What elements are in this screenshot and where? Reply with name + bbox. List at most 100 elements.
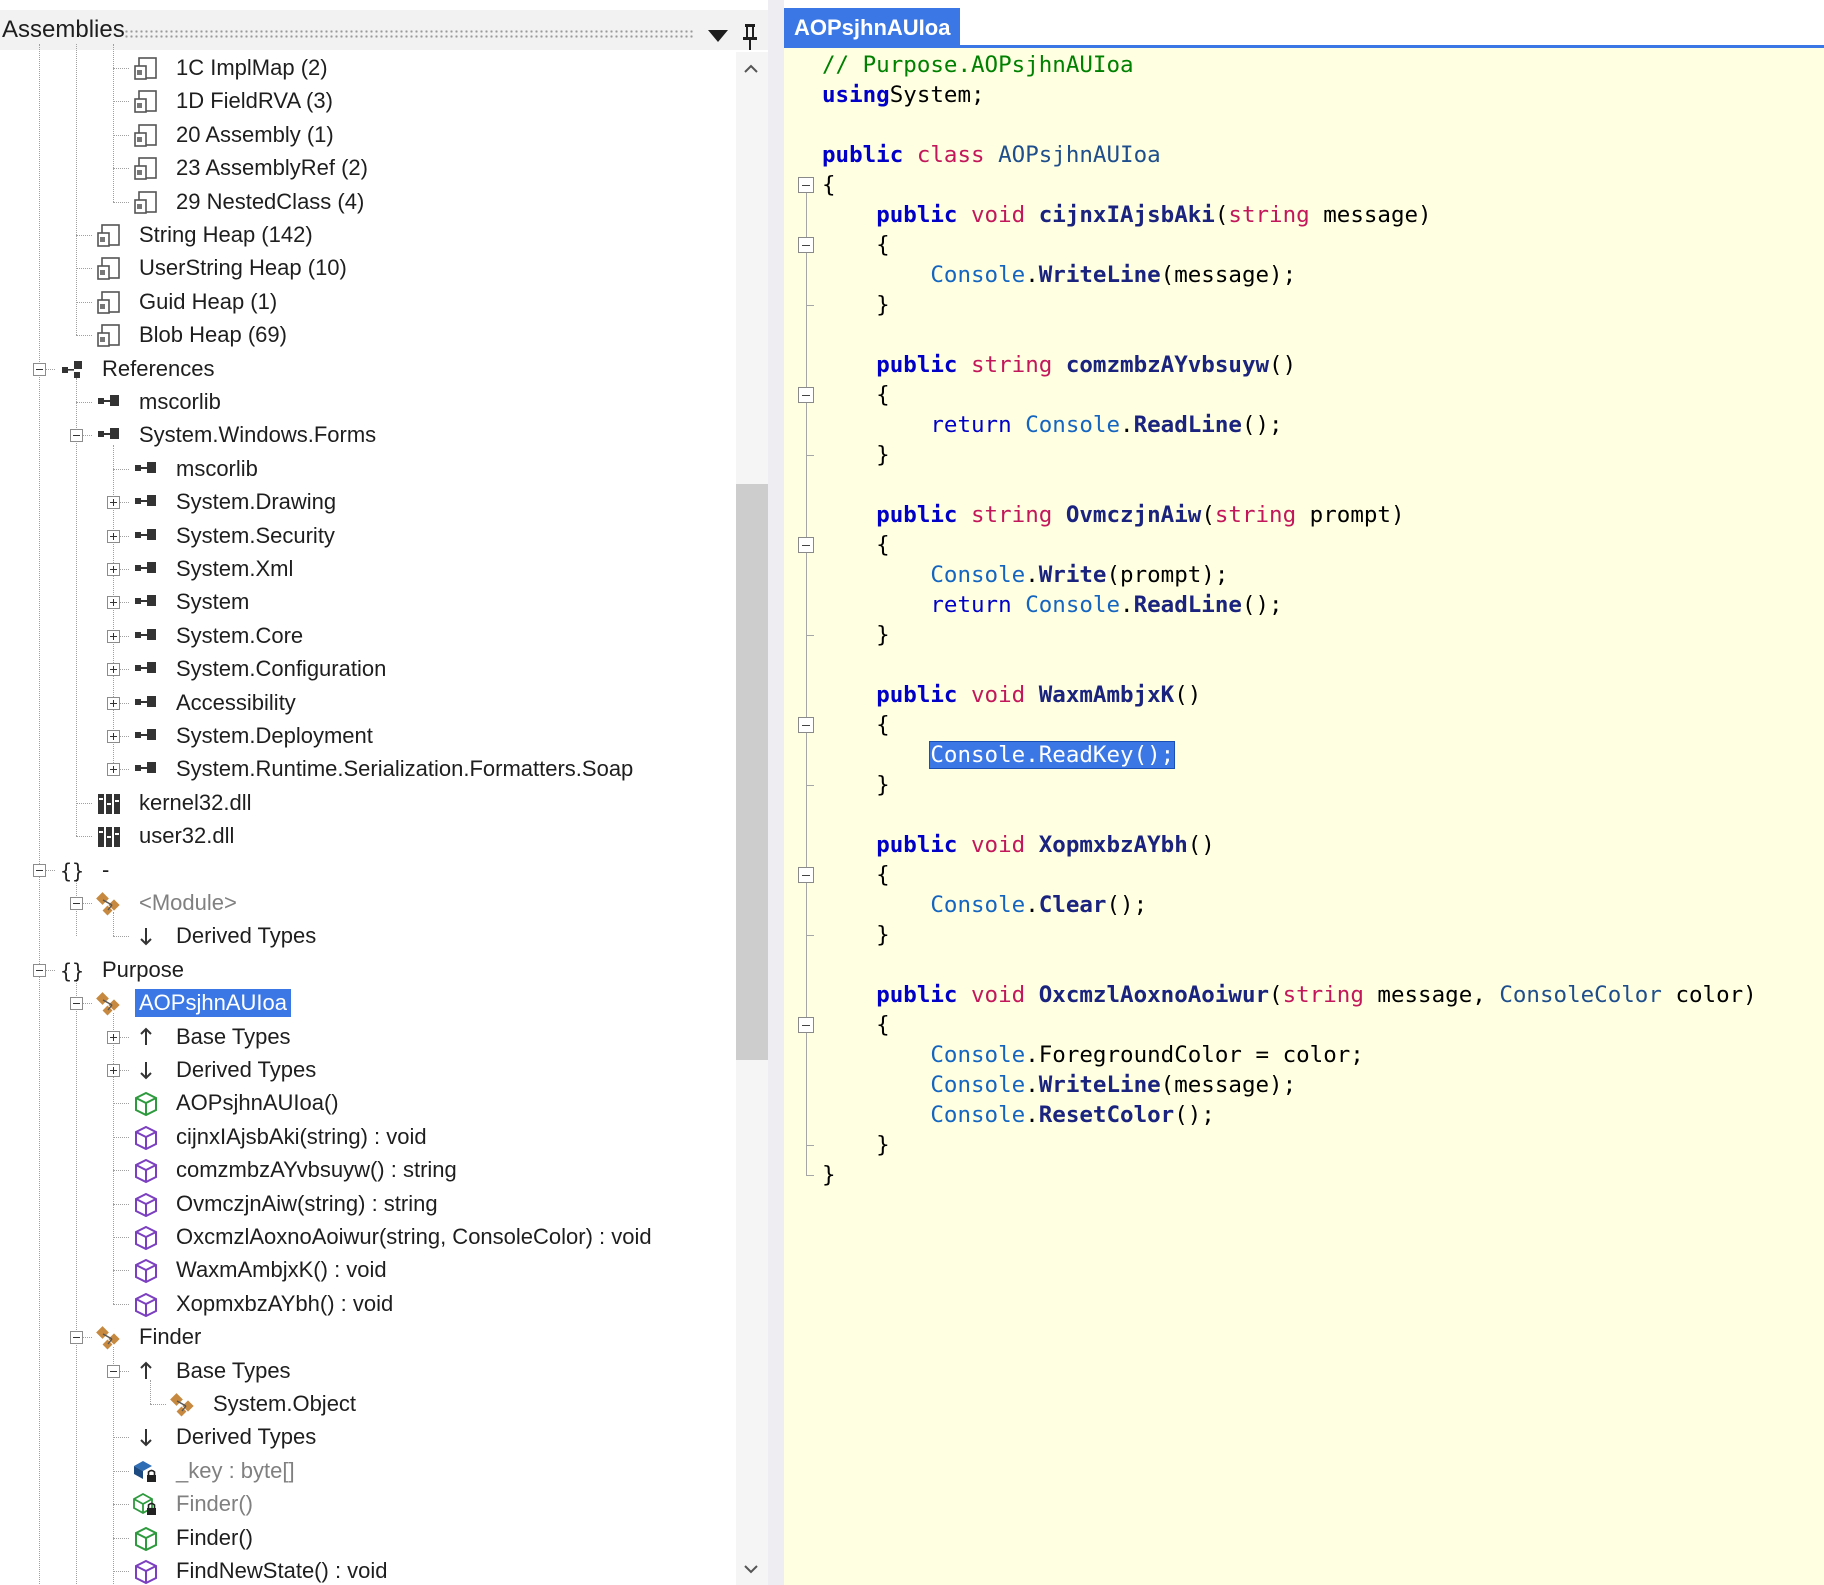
tree-branch-line xyxy=(113,1537,129,1539)
tree-node[interactable]: System xyxy=(0,586,736,619)
scroll-thumb[interactable] xyxy=(736,484,768,1060)
tree-node[interactable]: AOPsjhnAUIoa xyxy=(0,987,736,1020)
collapse-icon[interactable] xyxy=(70,1331,83,1345)
tree-node[interactable]: System.Deployment xyxy=(0,720,736,753)
expand-icon[interactable] xyxy=(107,763,120,777)
tree-node[interactable]: System.Configuration xyxy=(0,653,736,686)
tree-node[interactable]: String Heap (142) xyxy=(0,219,736,252)
collapse-icon[interactable] xyxy=(70,897,83,910)
tree-branch-line xyxy=(113,1504,129,1506)
fold-collapse-icon[interactable] xyxy=(798,537,814,553)
tree-node[interactable]: System.Windows.Forms xyxy=(0,419,736,452)
expand-icon[interactable] xyxy=(107,629,120,643)
tree-node[interactable]: System.Xml xyxy=(0,553,736,586)
tree-node[interactable]: Finder() xyxy=(0,1488,736,1521)
expand-icon[interactable] xyxy=(107,596,120,610)
tree-node[interactable]: OxcmzlAoxnoAoiwur(string, ConsoleColor) … xyxy=(0,1221,736,1254)
pin-icon[interactable] xyxy=(738,22,762,52)
tree-node[interactable]: Base Types xyxy=(0,1355,736,1388)
tree-node[interactable]: Guid Heap (1) xyxy=(0,286,736,319)
tree-node[interactable]: UserString Heap (10) xyxy=(0,252,736,285)
tree-node[interactable]: System.Security xyxy=(0,520,736,553)
expand-icon[interactable] xyxy=(107,730,120,743)
code-token xyxy=(822,352,876,378)
fold-collapse-icon[interactable] xyxy=(798,867,814,883)
tree-branch-line xyxy=(76,802,92,804)
code-token xyxy=(957,682,971,708)
tree-node[interactable]: References xyxy=(0,353,736,386)
reference-icon xyxy=(96,423,122,449)
fold-collapse-icon[interactable] xyxy=(798,177,814,193)
tree-node[interactable]: {}Purpose xyxy=(0,954,736,987)
tree-node[interactable]: Accessibility xyxy=(0,687,736,720)
assemblies-panel: Assemblies 1C ImplMap (2)1D FieldRVA (3)… xyxy=(0,0,768,1585)
tree-node[interactable]: _key : byte[] xyxy=(0,1455,736,1488)
pane-splitter[interactable] xyxy=(768,0,784,1585)
scroll-up-icon[interactable] xyxy=(744,62,758,76)
tree-node[interactable]: Derived Types xyxy=(0,920,736,953)
code-line: Console.ResetColor(); xyxy=(822,1100,1215,1130)
tree-node[interactable]: <Module> xyxy=(0,887,736,920)
tree-node[interactable]: Finder() xyxy=(0,1522,736,1555)
tree-guide-line xyxy=(113,1012,114,1304)
tree-node[interactable]: Derived Types xyxy=(0,1421,736,1454)
collapse-icon[interactable] xyxy=(33,863,46,877)
tree-node[interactable]: System.Object xyxy=(0,1388,736,1421)
tree-node[interactable]: System.Runtime.Serialization.Formatters.… xyxy=(0,753,736,786)
tree-node[interactable]: Derived Types xyxy=(0,1054,736,1087)
expand-icon[interactable] xyxy=(107,529,120,543)
expand-icon[interactable] xyxy=(107,1030,120,1044)
scroll-down-icon[interactable] xyxy=(744,1562,758,1576)
expand-icon[interactable] xyxy=(107,696,120,710)
tree-node[interactable]: AOPsjhnAUIoa() xyxy=(0,1087,736,1120)
tree-node[interactable]: cijnxIAjsbAki(string) : void xyxy=(0,1121,736,1154)
tree-node[interactable]: Base Types xyxy=(0,1021,736,1054)
fold-collapse-icon[interactable] xyxy=(798,1017,814,1033)
reference-icon xyxy=(133,657,159,683)
tree-node[interactable]: System.Drawing xyxy=(0,486,736,519)
fold-collapse-icon[interactable] xyxy=(798,237,814,253)
collapse-icon[interactable] xyxy=(107,1364,120,1378)
expand-icon[interactable] xyxy=(107,1064,120,1077)
table-icon xyxy=(133,123,159,149)
collapse-icon[interactable] xyxy=(70,429,83,443)
expand-icon[interactable] xyxy=(107,496,120,510)
collapse-icon[interactable] xyxy=(70,997,83,1011)
tree-node[interactable]: OvmczjnAiw(string) : string xyxy=(0,1188,736,1221)
assembly-tree[interactable]: 1C ImplMap (2)1D FieldRVA (3)20 Assembly… xyxy=(0,44,736,1585)
tree-node[interactable]: Blob Heap (69) xyxy=(0,319,736,352)
tree-node[interactable]: mscorlib xyxy=(0,453,736,486)
code-token xyxy=(822,262,930,288)
tree-node[interactable]: 20 Assembly (1) xyxy=(0,119,736,152)
tree-node[interactable]: mscorlib xyxy=(0,386,736,419)
tree-scrollbar[interactable] xyxy=(736,52,768,1585)
tree-branch-line xyxy=(113,669,129,671)
fold-collapse-icon[interactable] xyxy=(798,717,814,733)
tree-node[interactable]: 1D FieldRVA (3) xyxy=(0,85,736,118)
code-token: (); xyxy=(1174,1102,1215,1128)
tree-node[interactable]: 1C ImplMap (2) xyxy=(0,52,736,85)
code-token: Console xyxy=(930,1042,1026,1068)
tree-node[interactable]: 23 AssemblyRef (2) xyxy=(0,152,736,185)
tree-node[interactable]: FindNewState() : void xyxy=(0,1555,736,1585)
tree-node[interactable]: System.Core xyxy=(0,620,736,653)
fold-collapse-icon[interactable] xyxy=(798,387,814,403)
tree-node[interactable]: WaxmAmbjxK() : void xyxy=(0,1254,736,1287)
collapse-icon[interactable] xyxy=(33,362,46,376)
tree-node[interactable]: XopmxbzAYbh() : void xyxy=(0,1288,736,1321)
expand-icon[interactable] xyxy=(107,563,120,576)
tree-node[interactable]: Finder xyxy=(0,1321,736,1354)
tree-node[interactable]: 29 NestedClass (4) xyxy=(0,186,736,219)
code-token: System; xyxy=(889,82,985,108)
panel-grip[interactable] xyxy=(124,29,694,39)
tree-node[interactable]: {}- xyxy=(0,854,736,887)
expand-icon[interactable] xyxy=(107,663,120,677)
dropdown-arrow-icon[interactable] xyxy=(708,30,728,42)
reference-icon xyxy=(133,590,159,616)
collapse-icon[interactable] xyxy=(33,963,46,977)
tree-node[interactable]: kernel32.dll xyxy=(0,787,736,820)
tree-node[interactable]: comzmbzAYvbsuyw() : string xyxy=(0,1154,736,1187)
tree-node[interactable]: user32.dll xyxy=(0,820,736,853)
code-token xyxy=(822,1072,930,1098)
tab-aopsjhnauioa[interactable]: AOPsjhnAUIoa xyxy=(784,8,961,48)
